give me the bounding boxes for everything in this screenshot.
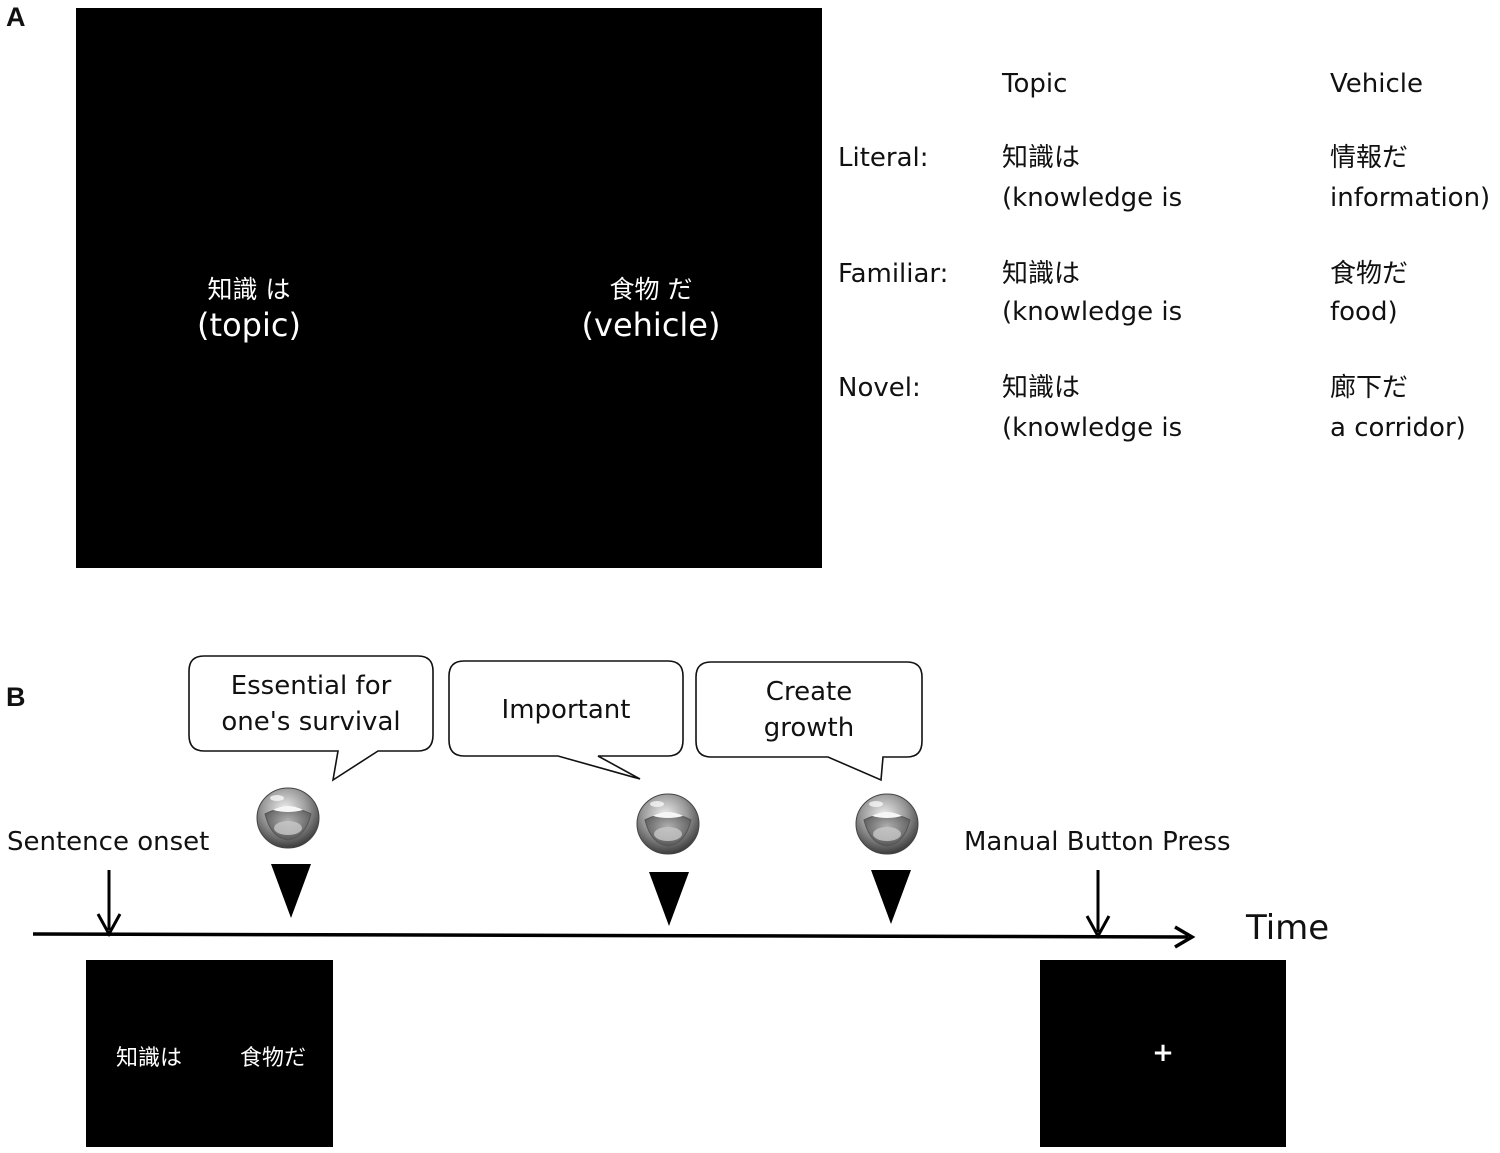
- novel-topic-jp: 知識は: [1002, 373, 1081, 403]
- stimulus-screen: 知識 は (topic) 食物 だ (vehicle): [76, 8, 822, 568]
- novel-vehicle-en: a corridor): [1330, 413, 1466, 443]
- bubble-1-line-2: one's survival: [221, 707, 401, 737]
- time-axis-arrowhead: [1174, 925, 1196, 949]
- bubble-1-text: Essential for one's survival: [189, 668, 433, 740]
- speech-bubble-3: [695, 661, 923, 782]
- speaking-mouth-icon: [855, 793, 919, 855]
- vehicle-caption: (vehicle): [581, 306, 721, 344]
- button-press-label: Manual Button Press: [964, 827, 1231, 857]
- fixation-screen: +: [1040, 960, 1286, 1147]
- speaking-mouth-icon: [256, 787, 320, 849]
- familiar-topic-en: (knowledge is: [1002, 297, 1183, 327]
- sentence-screen: 知識は 食物だ: [86, 960, 333, 1147]
- sentence-onset-label: Sentence onset: [7, 827, 210, 857]
- response-marker-triangle: [649, 872, 689, 926]
- panel-b-label: B: [6, 682, 26, 712]
- bubble-2-line-1: Important: [501, 695, 631, 725]
- header-topic: Topic: [1002, 69, 1068, 99]
- condition-familiar: Familiar:: [838, 259, 949, 289]
- condition-novel: Novel:: [838, 373, 921, 403]
- start-topic-word: 知識は: [115, 1046, 182, 1071]
- time-axis: [32, 932, 1189, 939]
- bubble-3-line-2: growth: [763, 713, 855, 743]
- condition-literal: Literal:: [838, 143, 929, 173]
- topic-word: 知識 は: [207, 275, 291, 304]
- sentence-onset-arrowhead: [96, 913, 122, 938]
- bubble-2-text: Important: [449, 692, 683, 728]
- bubble-1-line-1: Essential for: [230, 671, 392, 701]
- start-vehicle-word: 食物だ: [239, 1046, 306, 1071]
- familiar-topic-jp: 知識は: [1002, 259, 1081, 289]
- novel-vehicle-jp: 廊下だ: [1330, 373, 1409, 403]
- response-marker-triangle: [871, 870, 911, 924]
- panel-a-label: A: [6, 2, 26, 32]
- novel-topic-en: (knowledge is: [1002, 413, 1183, 443]
- literal-vehicle-jp: 情報だ: [1330, 143, 1409, 173]
- speaking-mouth-icon: [636, 793, 700, 855]
- fixation-cross: +: [1152, 1038, 1174, 1068]
- response-marker-triangle: [271, 864, 311, 918]
- familiar-vehicle-jp: 食物だ: [1330, 259, 1409, 289]
- topic-caption: (topic): [197, 306, 301, 344]
- speech-bubble-2: [448, 660, 684, 780]
- bubble-3-text: Create growth: [696, 674, 922, 746]
- familiar-vehicle-en: food): [1330, 297, 1398, 327]
- button-press-arrowhead: [1085, 915, 1111, 940]
- speech-bubble-1: [188, 655, 434, 782]
- literal-topic-en: (knowledge is: [1002, 183, 1183, 213]
- vehicle-word: 食物 だ: [609, 275, 693, 304]
- time-label: Time: [1246, 908, 1330, 948]
- literal-vehicle-en: information): [1330, 183, 1491, 213]
- bubble-3-line-1: Create: [765, 677, 853, 707]
- literal-topic-jp: 知識は: [1002, 143, 1081, 173]
- header-vehicle: Vehicle: [1330, 69, 1423, 99]
